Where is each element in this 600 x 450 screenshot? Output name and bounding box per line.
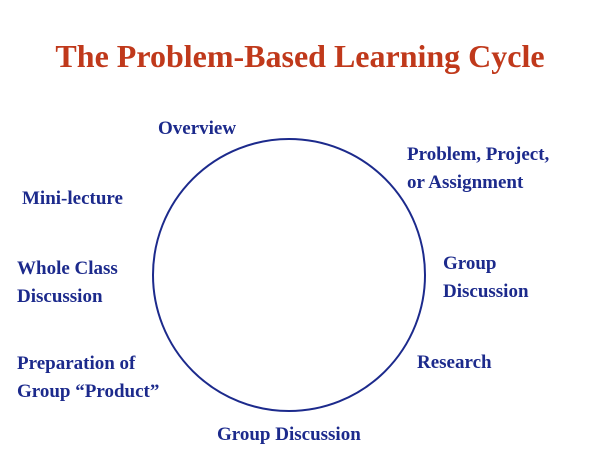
step-overview: Overview (158, 115, 236, 143)
step-overview-line-1: Overview (158, 118, 237, 139)
step-whole-class-discussion: Whole Class Discussion (17, 255, 118, 311)
step-group-discussion-1: Group Discussion (443, 250, 529, 306)
step-group-discussion-2-line-1: Group Discussion (217, 424, 361, 445)
diagram-title: The Problem-Based Learning Cycle (55, 38, 545, 74)
step-mini-lecture: Mini-lecture (22, 185, 123, 213)
step-preparation-line-1: Preparation of (17, 353, 136, 374)
step-problem-project-assignment: Problem, Project, or Assignment (407, 141, 549, 197)
step-group-discussion-1-line-1: Group (443, 253, 497, 274)
step-preparation-line-2: Group “Product” (17, 381, 160, 402)
step-research-line-1: Research (417, 352, 492, 373)
step-mini-lecture-line-1: Mini-lecture (22, 188, 123, 209)
step-preparation-group-product: Preparation of Group “Product” (17, 350, 159, 406)
step-problem-line-1: Problem, Project, (407, 144, 550, 165)
step-problem-line-2: or Assignment (407, 172, 524, 193)
step-whole-class-line-1: Whole Class (17, 258, 118, 279)
step-group-discussion-1-line-2: Discussion (443, 281, 529, 302)
step-research: Research (417, 349, 492, 377)
step-whole-class-line-2: Discussion (17, 286, 103, 307)
cycle-circle (152, 138, 426, 412)
step-group-discussion-2: Group Discussion (217, 421, 361, 449)
